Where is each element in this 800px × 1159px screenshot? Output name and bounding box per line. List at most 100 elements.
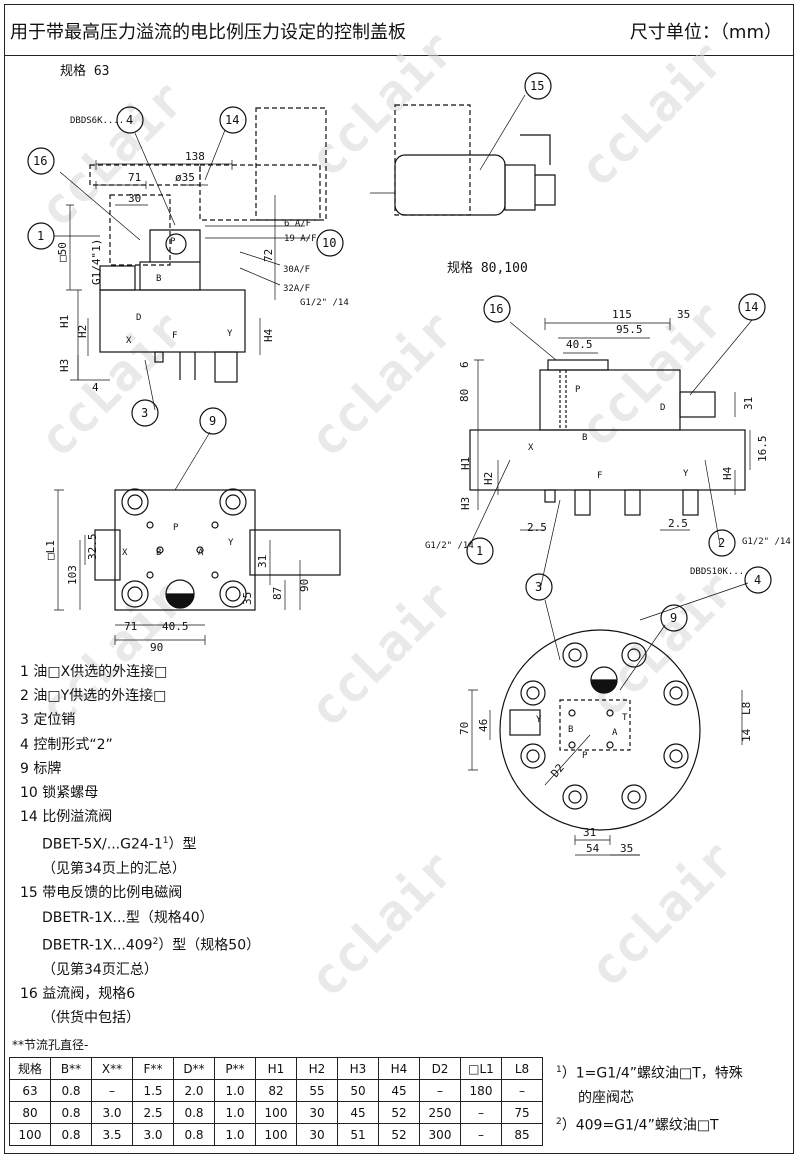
table-cell: 1.0 (214, 1123, 256, 1146)
table-cell: 180 (460, 1079, 502, 1102)
dim-label: 70 (458, 722, 471, 735)
table-cell: 3.5 (91, 1123, 133, 1146)
dim-label: G1/4"1) (90, 239, 103, 285)
callout-number: 16 (489, 302, 503, 316)
table-cell: 0.8 (50, 1079, 92, 1102)
dim-label: 32.5 (86, 534, 99, 561)
dim-label: 16.5 (756, 436, 769, 463)
dim-label: H2 (76, 325, 89, 338)
port-label: A (198, 548, 204, 558)
dim-label: G1/2" /14 (742, 537, 791, 547)
table-cell: 80 (9, 1101, 51, 1124)
legend-subitem: DBETR-1X...4092）型（规格50） (20, 930, 400, 958)
legend-item: 14 比例溢流阀 (20, 809, 113, 826)
dim-label: 19 A/F (284, 234, 317, 244)
footnote: 2）409=G1/4”螺纹油□T (556, 1110, 786, 1138)
callout-number: 9 (209, 414, 216, 428)
table-cell: 63 (9, 1079, 51, 1102)
port-label: Y (228, 538, 234, 548)
dim-label: H1 (58, 315, 71, 328)
table-cell: 100 (255, 1101, 297, 1124)
dim-label: 71 (124, 620, 137, 633)
dim-label: 2.5 (668, 517, 688, 530)
dim-label: 35 (620, 842, 633, 855)
legend-text: ）型（规格50） (158, 937, 261, 954)
watermark: ccLair (297, 20, 466, 189)
legend-subitem: （见第34页上的汇总） (42, 861, 186, 878)
table-cell: 1.0 (214, 1079, 256, 1102)
legend-text: DBETR-1X...409 (42, 937, 153, 954)
dim-label: 103 (66, 565, 79, 585)
port-label: P (575, 385, 581, 395)
dim-label: 95.5 (616, 323, 643, 336)
port-label: B (568, 725, 573, 735)
column-header: D** (173, 1057, 215, 1080)
callout-number: 4 (754, 573, 761, 587)
table-caption: **节流孔直径- (12, 1038, 89, 1052)
legend-item: 4 控制形式“2” (20, 736, 113, 753)
legend-item: 9 标牌 (20, 760, 62, 777)
dim-label: 2.5 (527, 521, 547, 534)
port-label: P (582, 751, 588, 761)
dim-label: H2 (482, 472, 495, 485)
port-label: B (156, 548, 161, 558)
watermark: ccLair (577, 560, 746, 729)
dimension-table: 规格 B** X** F** D** P** H1 H2 H3 H4 D2 □L… (9, 1057, 543, 1146)
column-header: D2 (419, 1057, 461, 1080)
drawing-size63-side (27, 106, 344, 427)
callout-number: 2 (718, 536, 725, 550)
legend-item: 1 油□X供选的外连接□ (20, 664, 168, 680)
legend-item: 10 锁紧螺母 (20, 785, 99, 802)
table-cell: – (91, 1079, 133, 1102)
table-header-row: 规格 B** X** F** D** P** H1 H2 H3 H4 D2 □L… (9, 1057, 543, 1080)
dim-label: 6 (458, 361, 471, 368)
dim-label: □50 (56, 242, 69, 262)
table-cell: 3.0 (91, 1101, 133, 1124)
port-label: X (126, 336, 132, 346)
table-cell: 51 (337, 1123, 379, 1146)
port-label: P (173, 523, 179, 533)
table-row: 63 0.8 – 1.5 2.0 1.0 82 55 50 45 – 180 – (9, 1079, 543, 1102)
column-header: 规格 (9, 1057, 51, 1080)
table-cell: 0.8 (173, 1123, 215, 1146)
dim-label: 32A/F (283, 284, 310, 294)
footnote-mark: 1 (556, 1065, 562, 1075)
port-label: X (122, 548, 128, 558)
dim-label: 72 (262, 249, 275, 262)
table-cell: 52 (378, 1123, 420, 1146)
table-cell: 250 (419, 1101, 461, 1124)
watermark: ccLair (567, 290, 736, 459)
port-label: D (660, 403, 665, 413)
table-cell: 55 (296, 1079, 338, 1102)
legend-text: ）型 (168, 837, 197, 854)
table-cell: – (419, 1079, 461, 1102)
page-frame (4, 4, 794, 1154)
dim-label: G1/2" /14 (425, 541, 474, 551)
callout-number: 1 (37, 229, 44, 243)
legend-subitem: （供货中包括） (42, 1010, 140, 1027)
legend: 1 油□X供选的外连接□ 2 油□Y供选的外连接□ 3 定位销 4 控制形式“2… (20, 660, 400, 1030)
port-label: Y (536, 715, 542, 725)
dim-label: H3 (459, 497, 472, 510)
table-cell: 2.0 (173, 1079, 215, 1102)
table-cell: 45 (378, 1079, 420, 1102)
dim-label: 80 (458, 389, 471, 402)
column-header: P** (214, 1057, 256, 1080)
table-cell: 100 (9, 1123, 51, 1146)
dim-label: 31 (256, 555, 269, 568)
legend-subitem: （见第34页汇总） (42, 961, 158, 978)
drawing-solenoid-15 (370, 72, 556, 216)
page-title: 用于带最高压力溢流的电比例压力设定的控制盖板 (10, 22, 406, 43)
port-label: F (172, 331, 177, 341)
dim-label: 90 (150, 641, 163, 654)
dim-label: □L1 (44, 540, 57, 560)
table-cell: – (460, 1101, 502, 1124)
port-label: P (170, 237, 176, 247)
port-label: B (156, 274, 161, 284)
column-header: H4 (378, 1057, 420, 1080)
column-header: □L1 (460, 1057, 502, 1080)
table-cell: 0.8 (50, 1101, 92, 1124)
watermark: ccLair (27, 70, 196, 239)
dim-label: 35 (241, 592, 254, 605)
table-cell: 300 (419, 1123, 461, 1146)
